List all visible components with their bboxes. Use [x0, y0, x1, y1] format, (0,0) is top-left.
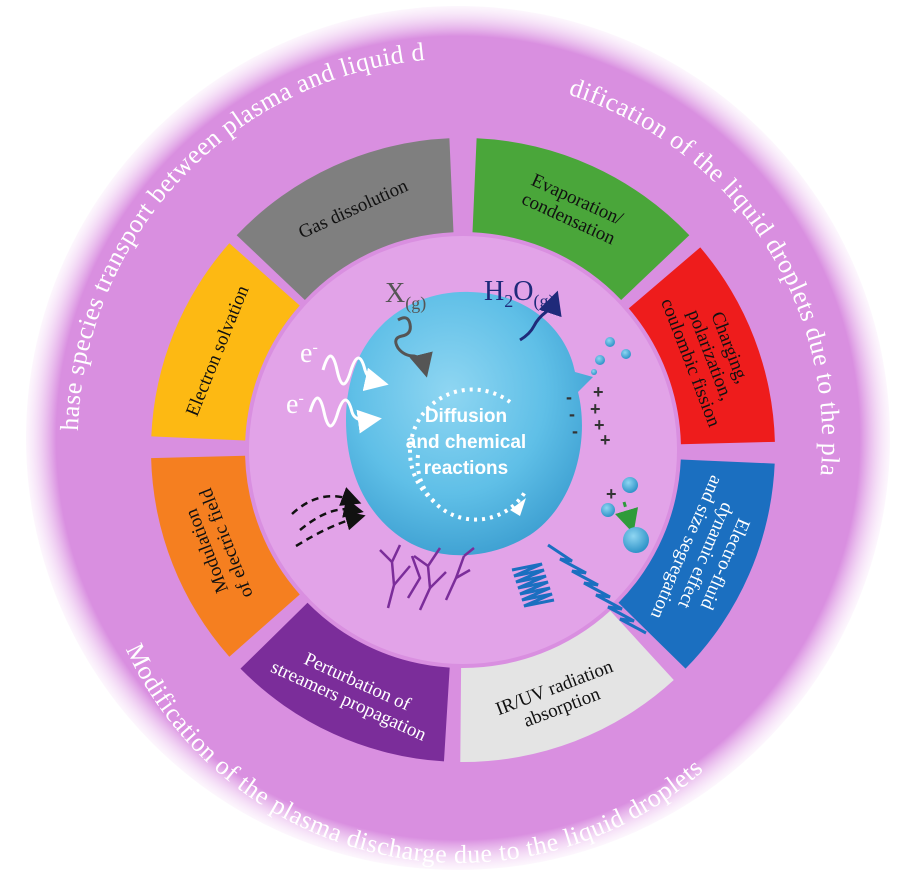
gas-x-wave-arrow [394, 316, 433, 378]
radiation-waves [511, 543, 647, 635]
svg-text:+: + [593, 382, 604, 402]
electron-2-wave [308, 396, 382, 434]
segment-ir-uv [460, 610, 674, 762]
segment-gas-dissolution [236, 138, 454, 300]
segregation-droplets: + [601, 477, 649, 553]
center-label-line1: Diffusion [425, 406, 507, 427]
svg-text:-: - [566, 387, 572, 407]
streamer-branches [379, 544, 475, 611]
electron-1: e- [300, 338, 389, 392]
gas-x-label: X(g) [385, 278, 426, 314]
charge-signs: - - - + + + + [566, 382, 611, 450]
svg-text:+: + [606, 484, 617, 504]
svg-text:-: - [569, 404, 575, 424]
svg-text:+: + [594, 415, 605, 435]
circular-process-arrow [408, 387, 527, 522]
svg-text:+: + [600, 430, 611, 450]
water-vapor-species: H2O(g) [484, 276, 562, 342]
central-droplet [346, 291, 593, 556]
segment-charging [628, 247, 775, 445]
center-label-line3: reactions [424, 458, 508, 479]
segment-modulation [151, 455, 300, 657]
svg-text:e-: e- [300, 338, 318, 369]
svg-text:e-: e- [286, 389, 304, 420]
svg-text:-: - [572, 421, 578, 441]
segment-electron-solvation [151, 243, 300, 441]
electron-2: e- [286, 389, 382, 434]
segment-perturbation [240, 602, 450, 762]
electron-1-wave [321, 354, 389, 392]
segment-evaporation [472, 138, 690, 300]
water-vapor-arrow [519, 290, 562, 342]
gas-species-x: X(g) [385, 278, 433, 378]
fission-droplets [591, 337, 631, 375]
center-label-line2: and chemical [406, 432, 526, 453]
segment-electro-fluid [618, 459, 775, 669]
electric-field-arrows [291, 487, 366, 548]
svg-text:+: + [590, 399, 601, 419]
